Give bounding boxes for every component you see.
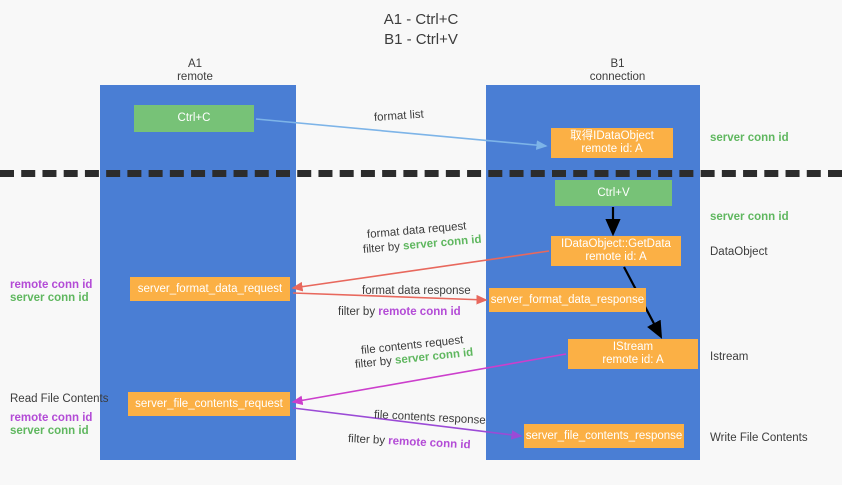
- node-istream-sublabel: remote id: A: [602, 354, 664, 366]
- title-line-2: B1 - Ctrl+V: [384, 31, 458, 48]
- left-label-server-conn-id-1: server conn id: [10, 292, 89, 304]
- filter-prefix-2: filter by: [338, 306, 379, 318]
- column-header-a1: A1 remote: [130, 58, 260, 84]
- edge-label-format-data-response: format data response: [362, 285, 471, 297]
- title-line-1: A1 - Ctrl+C: [383, 11, 459, 28]
- left-label-remote-conn-id-2: remote conn id: [10, 412, 93, 424]
- edge-label-file-contents-response-filter: filter by remote conn id: [348, 433, 471, 451]
- right-label-server-conn-id-1: server conn id: [710, 132, 789, 144]
- edge-label-format-data-response-filter: filter by remote conn id: [338, 306, 461, 318]
- page-title: A1 - Ctrl+C B1 - Ctrl+V: [0, 10, 842, 50]
- edge-label-format-list: format list: [373, 108, 425, 124]
- column-header-b1: B1 connection: [545, 58, 690, 84]
- right-label-istream: Istream: [710, 351, 749, 363]
- node-server-file-contents-response-label: server_file_contents_response: [525, 429, 683, 442]
- node-ctrl-v-label: Ctrl+V: [597, 186, 630, 199]
- node-server-format-data-request-label: server_format_data_request: [137, 282, 283, 295]
- column-header-b1-sub: connection: [589, 71, 646, 83]
- node-server-format-data-response-label: server_format_data_response: [490, 293, 645, 306]
- node-ctrl-v[interactable]: Ctrl+V: [555, 180, 672, 206]
- column-header-a1-name: A1: [187, 58, 203, 70]
- node-server-format-data-response[interactable]: server_format_data_response: [489, 288, 646, 312]
- node-server-file-contents-request-label: server_file_contents_request: [135, 397, 283, 410]
- node-server-file-contents-response[interactable]: server_file_contents_response: [524, 424, 684, 448]
- filter-prefix-4: filter by: [347, 433, 389, 448]
- node-get-idataobject-sublabel: remote id: A: [581, 143, 643, 155]
- node-server-format-data-request[interactable]: server_format_data_request: [130, 277, 290, 301]
- filter-prefix-1: filter by: [362, 240, 404, 256]
- node-idataobject-getdata-sublabel: remote id: A: [585, 251, 647, 263]
- node-server-file-contents-request[interactable]: server_file_contents_request: [128, 392, 290, 416]
- edge-label-file-contents-response: file contents response: [373, 409, 487, 427]
- node-get-idataobject[interactable]: 取得IDataObject remote id: A: [551, 128, 673, 158]
- filter-prefix-3: filter by: [354, 354, 396, 371]
- filter-value-4: remote conn id: [387, 435, 471, 452]
- node-idataobject-getdata-label: IDataObject::GetData: [561, 238, 671, 250]
- node-istream-label: IStream: [612, 341, 654, 353]
- right-label-write-file-contents: Write File Contents: [710, 432, 808, 444]
- node-ctrl-c[interactable]: Ctrl+C: [134, 105, 254, 132]
- node-ctrl-c-label: Ctrl+C: [177, 112, 211, 124]
- left-label-read-file-contents: Read File Contents: [10, 393, 109, 405]
- node-istream[interactable]: IStream remote id: A: [568, 339, 698, 369]
- filter-value-2: remote conn id: [378, 306, 461, 318]
- right-label-server-conn-id-2: server conn id: [710, 211, 789, 223]
- node-get-idataobject-label: 取得IDataObject: [570, 130, 654, 142]
- left-label-remote-conn-id-1: remote conn id: [10, 279, 93, 291]
- right-label-dataobject: DataObject: [710, 246, 768, 258]
- column-header-a1-sub: remote: [177, 71, 213, 83]
- column-header-b1-name: B1: [610, 58, 625, 70]
- dashed-divider: [0, 170, 842, 177]
- node-idataobject-getdata[interactable]: IDataObject::GetData remote id: A: [551, 236, 681, 266]
- left-label-server-conn-id-2: server conn id: [10, 425, 89, 437]
